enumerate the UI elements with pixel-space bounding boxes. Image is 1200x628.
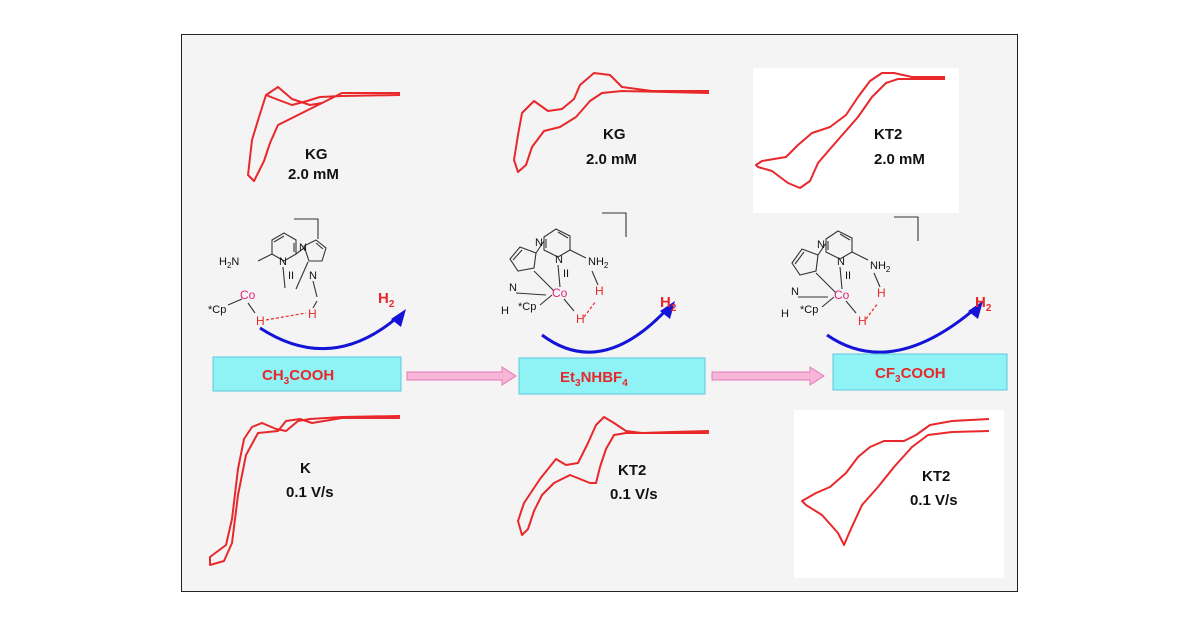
cv-trace xyxy=(801,418,990,546)
svg-text:KT2: KT2 xyxy=(618,462,646,479)
flow-arrow-2 xyxy=(711,366,825,386)
svg-text:H: H xyxy=(308,307,317,321)
figure-panel: KG 2.0 mM KG 2.0 mM KT2 2.0 mM H2N N xyxy=(181,34,1018,592)
acid-box-mid: Et3NHBF4 xyxy=(518,357,706,395)
svg-text:CH3COOH: CH3COOH xyxy=(262,367,334,387)
cv-label-name: K xyxy=(300,460,311,477)
svg-text:H2: H2 xyxy=(975,294,992,314)
svg-text:CF3COOH: CF3COOH xyxy=(875,365,946,385)
svg-text:Co: Co xyxy=(552,286,568,300)
svg-text:H2N: H2N xyxy=(219,256,239,270)
svg-text:0.1 V/s: 0.1 V/s xyxy=(286,484,334,501)
svg-text:H: H xyxy=(501,305,509,317)
svg-text:2.0 mM: 2.0 mM xyxy=(586,151,637,168)
svg-text:KG: KG xyxy=(305,146,328,163)
svg-text:*Cp: *Cp xyxy=(800,304,818,316)
svg-text:KT2: KT2 xyxy=(922,468,950,485)
svg-text:H2: H2 xyxy=(378,290,395,310)
cv-label-value: 0.1 V/s xyxy=(286,484,334,501)
diagram-canvas: KG 2.0 mM KG 2.0 mM KT2 2.0 mM H2N N xyxy=(208,72,1008,566)
svg-text:H: H xyxy=(877,286,886,300)
svg-text:N: N xyxy=(299,242,307,254)
svg-text:II: II xyxy=(563,268,569,280)
cv-background-top-right xyxy=(753,68,959,213)
svg-text:*Cp: *Cp xyxy=(208,304,226,316)
cv-background-bottom-right xyxy=(794,410,1004,578)
svg-text:H2: H2 xyxy=(660,294,677,314)
cv-trace xyxy=(513,72,710,173)
svg-text:2.0 mM: 2.0 mM xyxy=(288,166,339,183)
cv-trace xyxy=(247,86,401,182)
svg-text:N: N xyxy=(555,254,563,266)
svg-text:N: N xyxy=(309,270,317,282)
svg-text:N: N xyxy=(535,237,543,249)
cv-trace xyxy=(209,415,401,566)
cv-label-value: 0.1 V/s xyxy=(910,492,958,509)
svg-text:0.1 V/s: 0.1 V/s xyxy=(910,492,958,509)
svg-text:N: N xyxy=(279,256,287,268)
cv-top-left: KG 2.0 mM xyxy=(247,86,401,183)
svg-text:H: H xyxy=(256,314,265,328)
svg-text:Co: Co xyxy=(834,288,850,302)
cv-label-value: 2.0 mM xyxy=(874,151,925,168)
svg-text:II: II xyxy=(288,270,294,282)
cv-bottom-right: KT2 0.1 V/s xyxy=(801,418,990,546)
svg-text:H: H xyxy=(781,308,789,320)
svg-text:NH2: NH2 xyxy=(870,260,891,274)
cv-label-name: KG xyxy=(603,126,626,143)
acid-box-right: CF3COOH xyxy=(832,353,1008,391)
cv-label-name: KT2 xyxy=(874,126,902,143)
cv-trace xyxy=(517,416,710,536)
acid-box-left: CH3COOH xyxy=(212,356,402,392)
svg-text:N: N xyxy=(837,256,845,268)
svg-text:N: N xyxy=(509,282,517,294)
svg-text:N: N xyxy=(791,286,799,298)
svg-text:K: K xyxy=(300,460,311,477)
svg-text:KG: KG xyxy=(603,126,626,143)
cv-label-name: KT2 xyxy=(618,462,646,479)
svg-text:H: H xyxy=(576,312,585,326)
cv-label-value: 2.0 mM xyxy=(586,151,637,168)
flow-arrow-1 xyxy=(406,366,517,386)
svg-text:Co: Co xyxy=(240,288,256,302)
svg-text:KT2: KT2 xyxy=(874,126,902,143)
svg-text:H: H xyxy=(858,314,867,328)
svg-text:H: H xyxy=(595,284,604,298)
cv-top-right: KT2 2.0 mM xyxy=(755,72,945,189)
svg-text:0.1 V/s: 0.1 V/s xyxy=(610,486,658,503)
cobalt-complex-left: H2N N N N II Co *Cp H H H2 xyxy=(208,218,406,351)
cv-bottom-mid: KT2 0.1 V/s xyxy=(517,416,710,536)
svg-text:*Cp: *Cp xyxy=(518,301,536,313)
cv-top-mid: KG 2.0 mM xyxy=(513,72,710,173)
cv-trace xyxy=(755,72,945,189)
cv-label-value: 2.0 mM xyxy=(288,166,339,183)
svg-text:N: N xyxy=(817,239,825,251)
svg-text:2.0 mM: 2.0 mM xyxy=(874,151,925,168)
cobalt-complex-right: N N N H II NH2 Co *Cp H H H2 xyxy=(781,216,992,354)
svg-text:Et3NHBF4: Et3NHBF4 xyxy=(560,369,628,389)
cv-label-name: KT2 xyxy=(922,468,950,485)
cv-label-value: 0.1 V/s xyxy=(610,486,658,503)
cv-label-name: KG xyxy=(305,146,328,163)
svg-text:NH2: NH2 xyxy=(588,256,609,270)
cobalt-complex-mid: N N N H II NH2 Co *Cp H H H2 xyxy=(501,212,677,354)
svg-text:II: II xyxy=(845,270,851,282)
cv-bottom-left: K 0.1 V/s xyxy=(209,415,401,566)
